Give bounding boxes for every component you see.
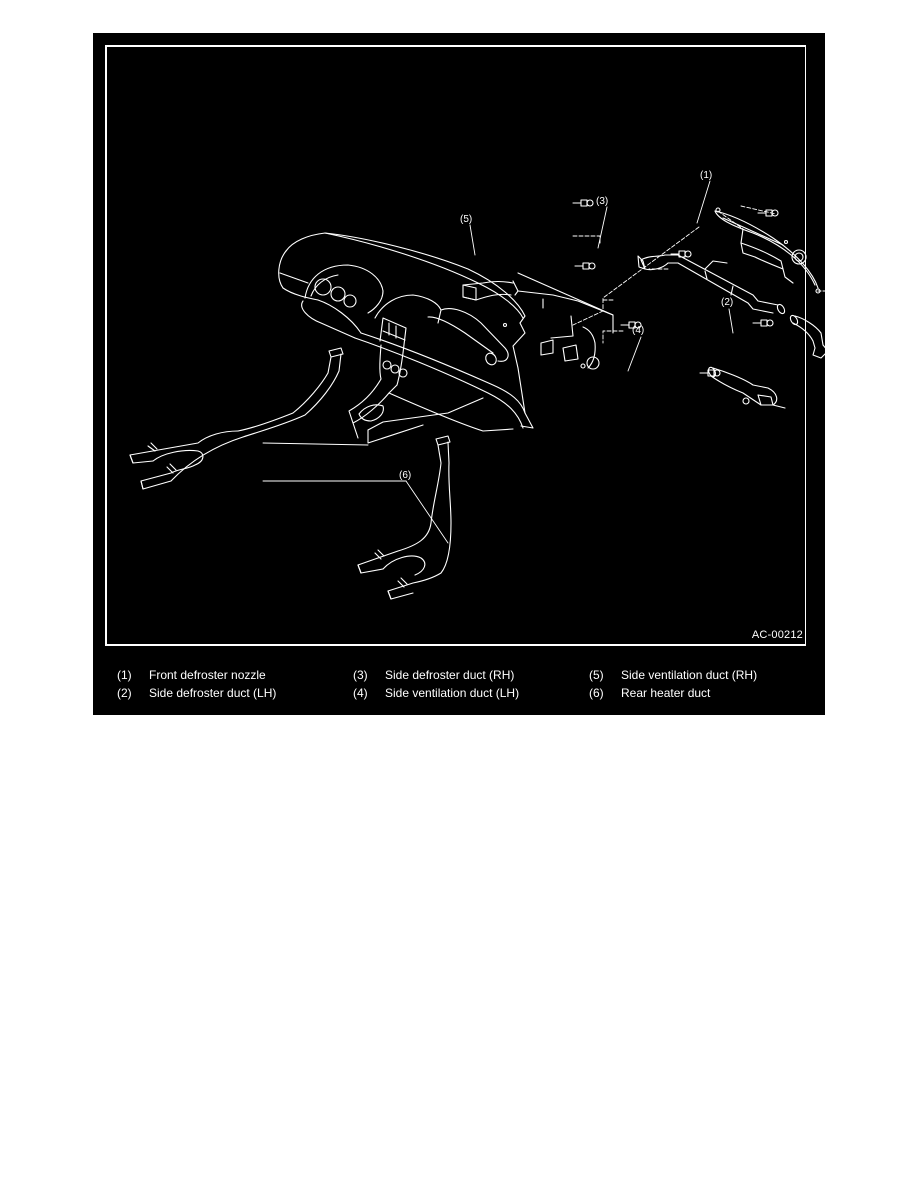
instrument-panel-drawing <box>278 232 534 444</box>
legend-label: Side defroster duct (LH) <box>149 686 277 700</box>
callout-1: (1) <box>700 170 712 181</box>
rear-heater-duct-left-drawing <box>129 347 344 490</box>
legend-label: Side ventilation duct (LH) <box>385 686 520 700</box>
legend-label: Rear heater duct <box>621 686 711 700</box>
side-ventilation-duct-lh-drawing <box>708 366 786 409</box>
callout-3: (3) <box>596 196 608 207</box>
legend-label: Side ventilation duct (RH) <box>621 668 758 682</box>
legend-num: (5) <box>589 668 604 682</box>
side-defroster-duct-lh-drawing <box>789 314 825 359</box>
callout-4: (4) <box>632 325 644 336</box>
legend-num: (2) <box>117 686 132 700</box>
side-ventilation-duct-rh-drawing <box>462 272 614 370</box>
legend-num: (3) <box>353 668 368 682</box>
legend-num: (6) <box>589 686 604 700</box>
exploded-view-drawing: (1) (2) (3) (4) (5) (6) <box>129 170 825 600</box>
legend-num: (4) <box>353 686 368 700</box>
callout-leaders <box>262 180 734 544</box>
rear-heater-duct-right-drawing <box>357 435 452 600</box>
drawing-frame <box>105 45 806 646</box>
callout-6: (6) <box>399 470 411 481</box>
side-defroster-duct-rh-drawing <box>637 254 786 315</box>
callout-labels: (1) (2) (3) (4) (5) (6) <box>399 170 733 481</box>
figure-id: AC-00212 <box>751 629 803 641</box>
assembly-leader-lines <box>572 205 777 344</box>
legend-label: Side defroster duct (RH) <box>385 668 515 682</box>
screws <box>572 199 779 377</box>
legend-num: (1) <box>117 668 132 682</box>
front-defroster-nozzle-drawing <box>714 207 825 294</box>
legend-label: Front defroster nozzle <box>149 668 266 682</box>
callout-5: (5) <box>460 214 472 225</box>
figure-panel: (1) (2) (3) (4) (5) (6) AC-00212 (1) Fro… <box>93 33 825 715</box>
callout-2: (2) <box>721 297 733 308</box>
legend: (1) Front defroster nozzle (2) Side defr… <box>93 665 825 705</box>
